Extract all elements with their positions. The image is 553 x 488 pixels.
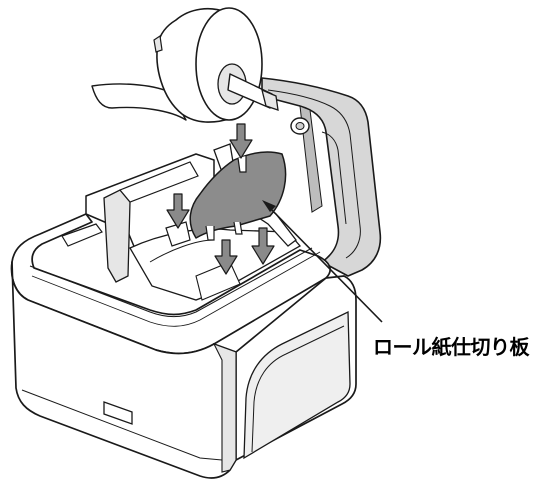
paper-roll [91, 7, 279, 123]
arrow-right [251, 227, 275, 265]
printer-body [10, 148, 357, 479]
callout-leader-arrowhead [262, 200, 276, 212]
callout-label: ロール紙仕切り板 [373, 335, 530, 359]
printer-cover [261, 77, 382, 277]
arrow-left [166, 193, 190, 229]
callout-leader-line [265, 203, 383, 323]
insertion-arrows [166, 123, 275, 275]
arrow-top [229, 123, 253, 159]
roll-paper-partition-plate [189, 151, 287, 241]
arrow-center [214, 239, 238, 275]
